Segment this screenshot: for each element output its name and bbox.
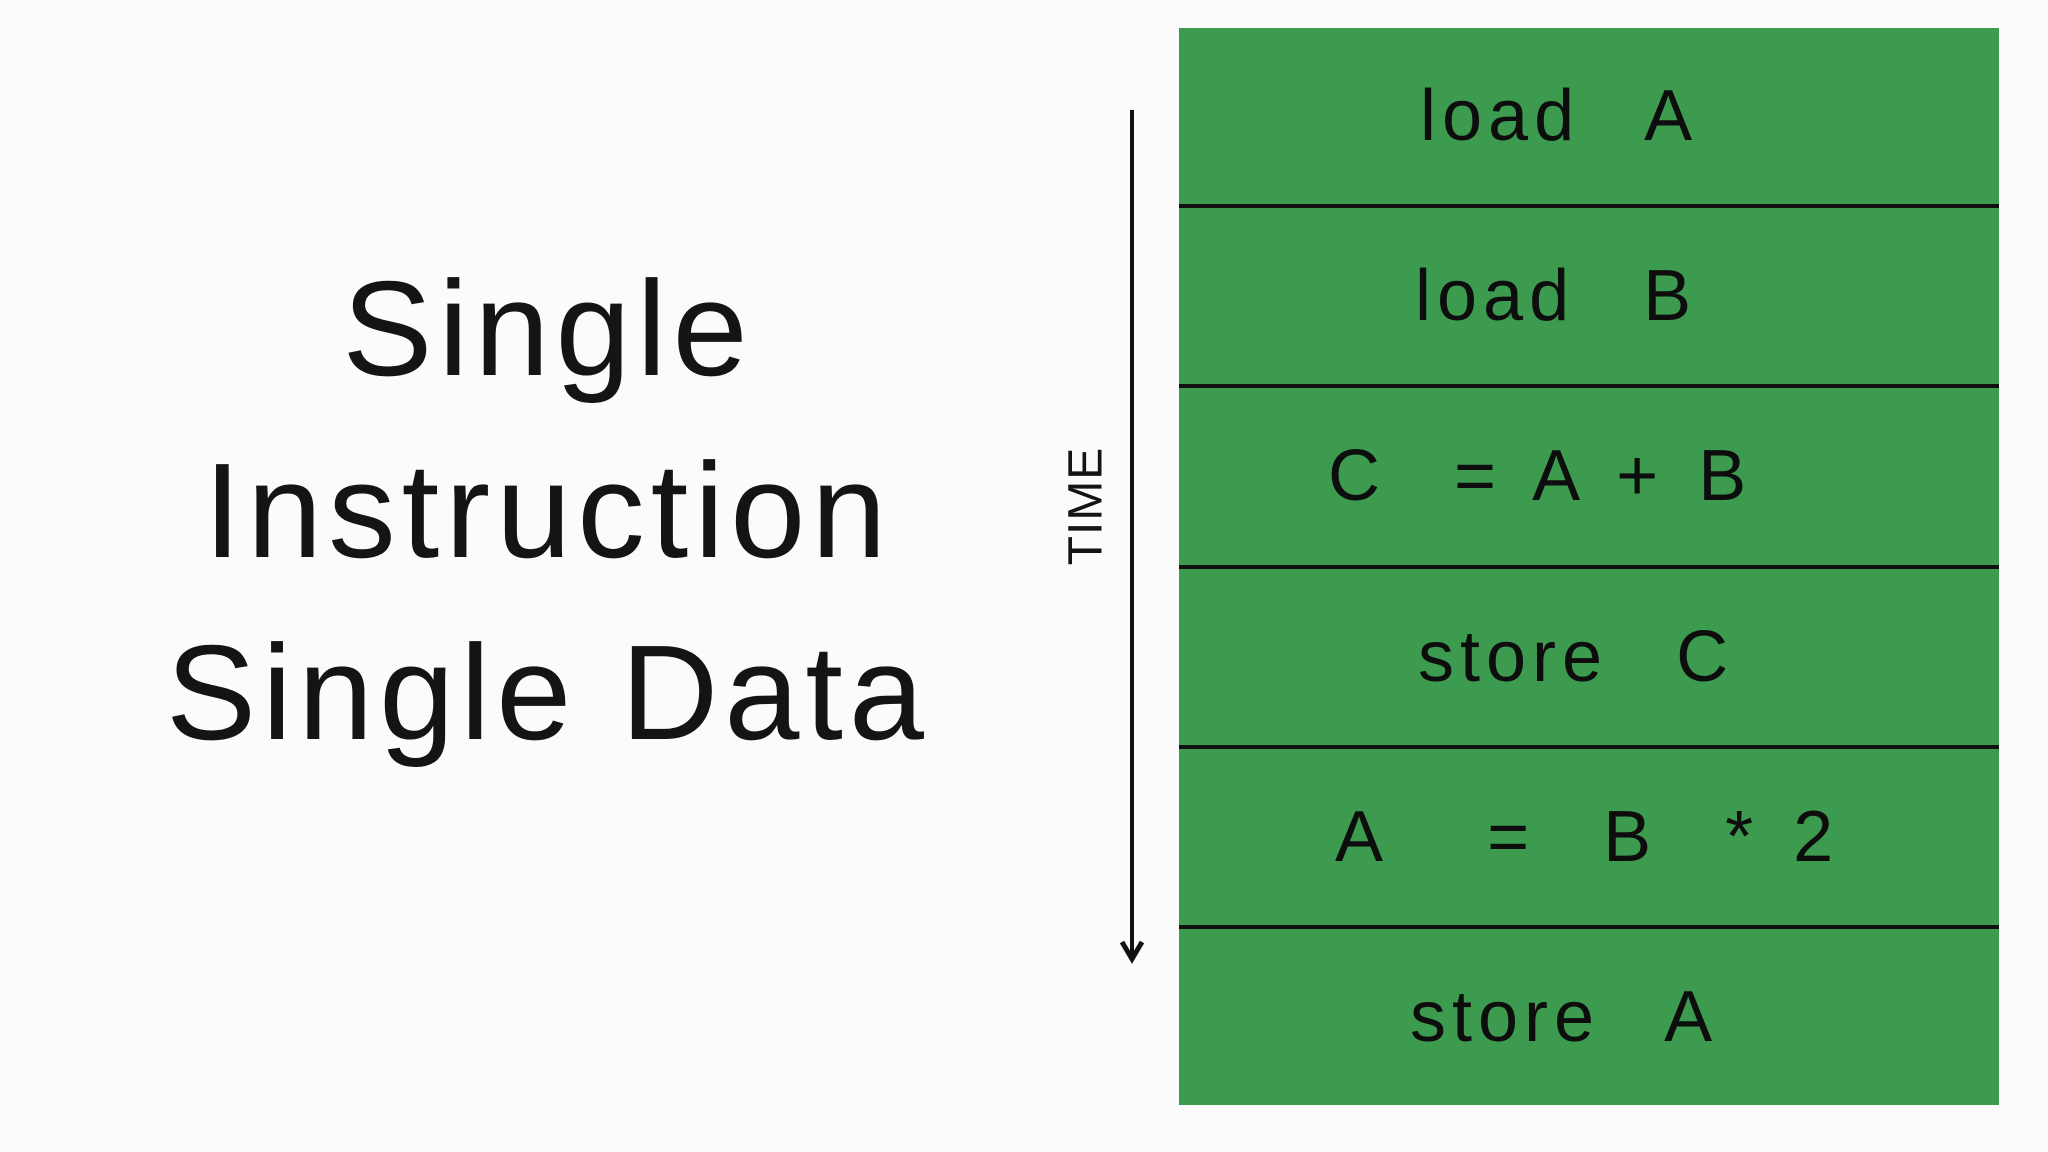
instruction-row-load-b: load B xyxy=(1179,208,1999,389)
instruction-text: store C xyxy=(1418,616,1735,697)
instruction-row-load-a: load A xyxy=(1179,28,1999,209)
instruction-text: A = B * 2 xyxy=(1335,796,1840,877)
instruction-text: load B xyxy=(1415,256,1698,337)
instruction-sequence-table: load A load B C = A + B store C A = B * … xyxy=(1179,28,1999,1105)
title-line-2: Instruction xyxy=(203,435,893,586)
instruction-text: C = A + B xyxy=(1328,436,1753,517)
title-line-3: Single Data xyxy=(166,617,930,768)
title-block: Single Instruction Single Data xyxy=(0,238,1096,784)
instruction-text: load A xyxy=(1420,76,1699,157)
instruction-row-store-c: store C xyxy=(1179,569,1999,749)
instruction-text: store A xyxy=(1410,976,1719,1057)
time-axis-label: TIME xyxy=(1059,446,1113,566)
instruction-row-add: C = A + B xyxy=(1179,388,1999,569)
instruction-row-store-a: store A xyxy=(1179,929,1999,1105)
time-arrow-down-icon xyxy=(1110,108,1154,968)
instruction-row-multiply: A = B * 2 xyxy=(1179,749,1999,929)
title-line-1: Single xyxy=(342,253,754,404)
